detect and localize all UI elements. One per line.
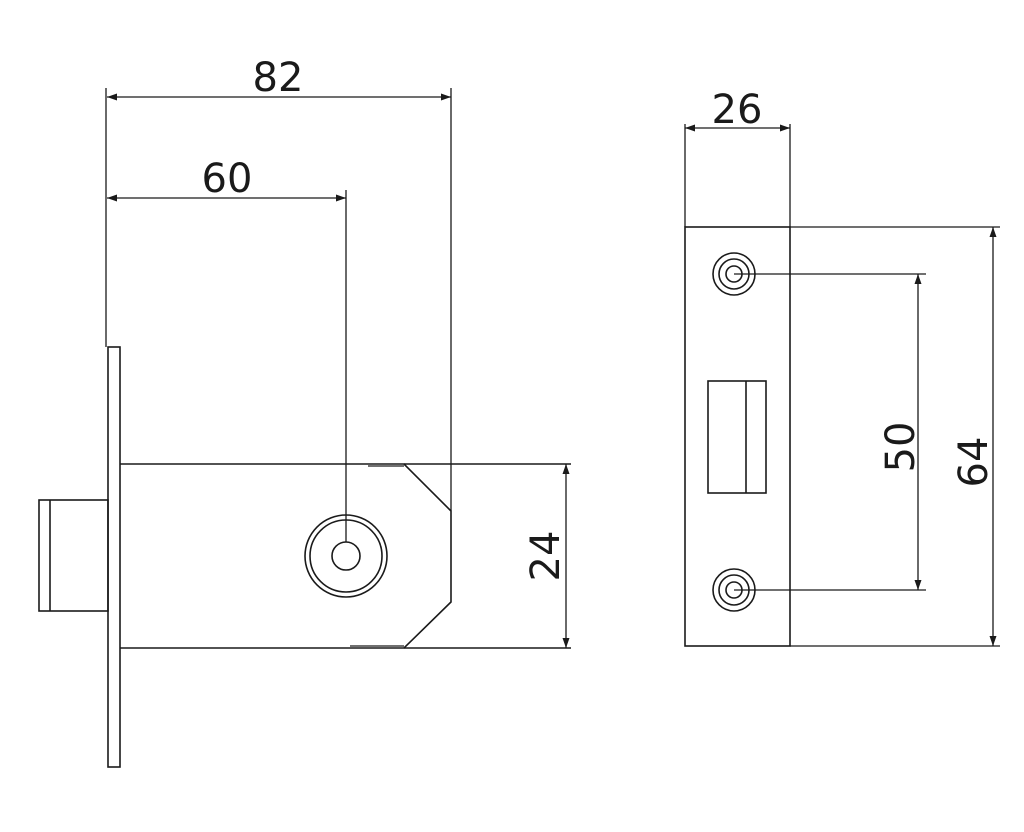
side-view: 82 60 24	[38, 55, 571, 768]
lock-case-body	[120, 463, 452, 649]
dimension-label-50: 50	[878, 422, 924, 473]
faceplate	[684, 226, 791, 647]
dimension-label-82: 82	[253, 55, 304, 101]
latch-opening	[707, 380, 767, 494]
latch-bolt	[38, 499, 109, 612]
dimension-label-26: 26	[712, 87, 763, 133]
dimension-label-60: 60	[202, 156, 253, 202]
front-view: 26 50 64	[684, 87, 1000, 647]
dimension-label-24: 24	[523, 531, 569, 582]
forend-plate	[107, 346, 121, 768]
dimension-label-64: 64	[951, 437, 997, 488]
